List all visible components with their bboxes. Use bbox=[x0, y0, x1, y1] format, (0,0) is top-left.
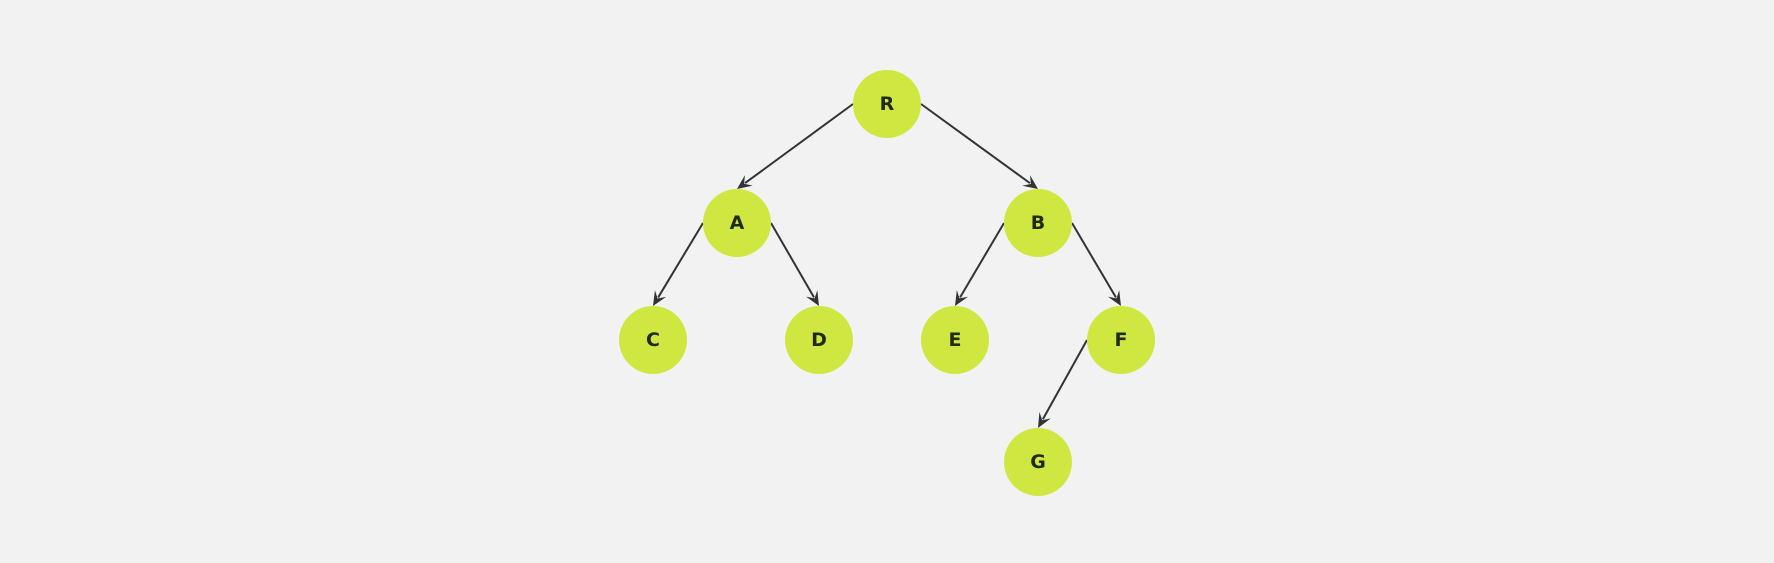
edge-a-c bbox=[657, 222, 704, 298]
arrowhead-f-g bbox=[1038, 412, 1051, 428]
arrowhead-b-f bbox=[1107, 290, 1121, 306]
node-g-label: G bbox=[1030, 451, 1046, 473]
arrowhead-b-e bbox=[955, 290, 969, 306]
node-r: R bbox=[853, 70, 921, 138]
node-b-label: B bbox=[1030, 212, 1046, 234]
edge-r-a bbox=[744, 103, 854, 184]
node-a-label: A bbox=[729, 212, 745, 234]
node-r-label: R bbox=[879, 93, 895, 115]
node-f: F bbox=[1087, 306, 1155, 374]
arrowhead-r-b bbox=[1022, 175, 1038, 189]
arrowhead-r-a bbox=[737, 175, 753, 189]
edge-f-g bbox=[1041, 339, 1088, 420]
node-c-label: C bbox=[646, 329, 660, 351]
edge-b-f bbox=[1071, 222, 1117, 298]
edge-r-b bbox=[920, 103, 1031, 184]
node-d-label: D bbox=[811, 329, 827, 351]
node-e-label: E bbox=[948, 329, 962, 351]
arrowhead-a-d bbox=[806, 290, 819, 306]
node-f-label: F bbox=[1114, 329, 1128, 351]
node-a: A bbox=[703, 189, 771, 257]
arrowhead-a-c bbox=[653, 290, 667, 306]
edge-b-e bbox=[959, 222, 1005, 298]
node-g: G bbox=[1004, 428, 1072, 496]
node-b: B bbox=[1004, 189, 1072, 257]
node-d: D bbox=[785, 306, 853, 374]
edge-a-d bbox=[770, 222, 815, 298]
node-c: C bbox=[619, 306, 687, 374]
node-e: E bbox=[921, 306, 989, 374]
